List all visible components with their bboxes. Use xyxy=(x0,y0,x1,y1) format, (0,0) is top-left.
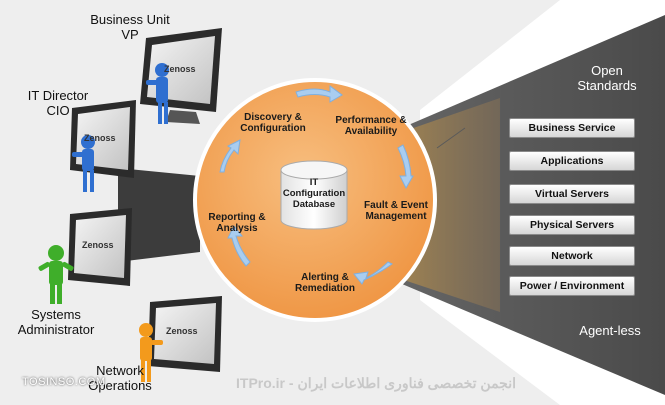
database-label: IT Configuration Database xyxy=(282,177,346,210)
layer-power-environment: Power / Environment xyxy=(509,276,635,296)
open-standards-label: Open Standards xyxy=(577,63,637,93)
user-figure-blue-1 xyxy=(146,63,169,124)
cycle-arrows xyxy=(219,85,414,285)
layer-network: Network xyxy=(509,246,635,266)
screen-logo-1: Zenoss xyxy=(164,64,196,74)
role-label-it-director: IT Director CIO xyxy=(27,88,89,118)
layer-business-service: Business Service xyxy=(509,118,635,138)
user-figure-orange xyxy=(139,323,163,382)
role-label-business-vp: Business Unit VP xyxy=(90,12,170,42)
watermark-right: ITPro.ir - انجمن تخصصی فناوری اطلاعات ای… xyxy=(236,375,516,391)
screen-logo-2: Zenoss xyxy=(84,133,116,143)
agentless-label: Agent-less xyxy=(579,323,641,338)
process-label-discovery: Discovery & Configuration xyxy=(240,112,306,135)
role-label-network-ops: Network Operations xyxy=(88,363,152,393)
process-label-fault: Fault & Event Management xyxy=(364,200,428,223)
user-figure-blue-2 xyxy=(72,135,95,192)
role-label-sysadmin: Systems Administrator xyxy=(17,307,95,337)
screen-logo-3: Zenoss xyxy=(82,240,114,250)
database-cylinder xyxy=(280,160,348,230)
user-figure-green xyxy=(38,245,74,304)
layer-virtual-servers: Virtual Servers xyxy=(509,184,635,204)
process-label-reporting: Reporting & Analysis xyxy=(208,212,266,235)
infrastructure-fan xyxy=(350,15,665,395)
process-label-alerting: Alerting & Remediation xyxy=(294,272,355,295)
monitor-sysadmin xyxy=(68,208,132,286)
process-label-performance: Performance & Availability xyxy=(335,115,407,138)
monitor-network-ops xyxy=(148,296,222,372)
watermark-left: TOSINSO.COM xyxy=(22,376,106,388)
screen-logo-4: Zenoss xyxy=(166,326,198,336)
layer-physical-servers: Physical Servers xyxy=(509,215,635,235)
layer-applications: Applications xyxy=(509,151,635,171)
